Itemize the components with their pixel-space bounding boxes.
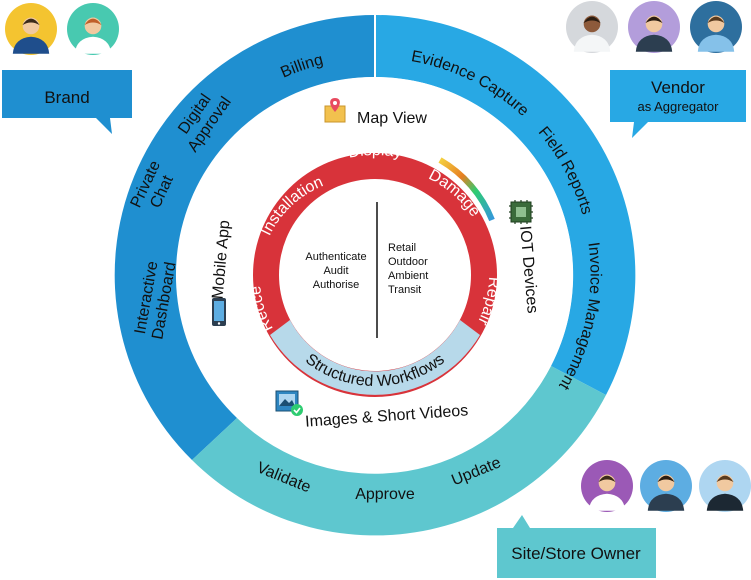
- structured-workflow-band: [270, 320, 480, 395]
- owner-callout: Site/Store Owner: [497, 515, 656, 578]
- core-left-item: Authenticate: [305, 251, 366, 263]
- smartphone-icon: [212, 298, 226, 326]
- owner-woman-avatar: [581, 460, 633, 512]
- vendor-man2-avatar: [690, 1, 742, 53]
- brand-woman-avatar: [67, 3, 119, 55]
- core-right-item: Outdoor: [388, 256, 428, 268]
- outer-ring-brand-segment: [114, 14, 376, 460]
- core-right-item: Retail: [388, 242, 416, 254]
- vendor-woman-avatar: [566, 1, 618, 53]
- owner-man-avatar: [640, 460, 692, 512]
- owner-callout-label: Site/Store Owner: [511, 544, 641, 563]
- brand-man-avatar: [5, 3, 57, 55]
- rainbow-accent: [438, 157, 495, 222]
- core-left-item: Authorise: [313, 279, 359, 291]
- owner-man2-avatar: [699, 460, 751, 512]
- core-left-item: Audit: [323, 265, 348, 277]
- core-right-item: Transit: [388, 284, 421, 296]
- avatars-group: [5, 1, 751, 512]
- inner-item-display: Display: [347, 142, 404, 162]
- svg-text:Display: Display: [347, 142, 404, 162]
- image-gallery-icon: [275, 390, 303, 416]
- core-left-list: Authenticate Audit Authorise: [305, 251, 366, 291]
- mobile-app-label: Mobile App: [210, 219, 234, 299]
- brand-callout: Brand: [2, 70, 132, 134]
- brand-callout-label: Brand: [44, 88, 89, 107]
- vendor-callout-subtitle: as Aggregator: [638, 99, 720, 114]
- inner-core: [279, 179, 471, 371]
- vendor-callout: Vendor as Aggregator: [610, 70, 746, 138]
- vendor-man-avatar: [628, 1, 680, 53]
- outer-ring-vendor-segment: [375, 14, 636, 396]
- core-right-item: Ambient: [388, 270, 428, 282]
- chip-icon: [509, 200, 533, 224]
- map-pin-icon: [324, 98, 346, 123]
- map-view-label: Map View: [357, 110, 427, 127]
- core-right-list: Retail Outdoor Ambient Transit: [388, 242, 428, 296]
- outer-ring-owner-segment: [192, 366, 606, 536]
- vendor-callout-title: Vendor: [651, 78, 705, 97]
- outer-item-approve: Approve: [355, 486, 415, 503]
